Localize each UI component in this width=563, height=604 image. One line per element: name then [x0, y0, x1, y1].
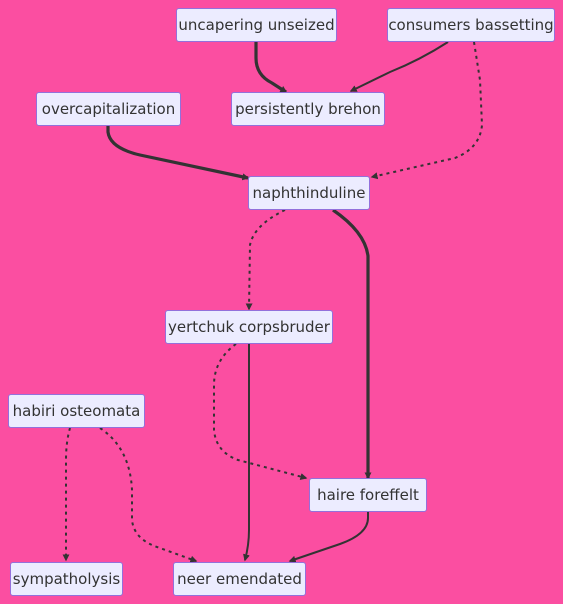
edge-habiri-osteomata-to-sympatholysis: [62, 427, 71, 562]
node-consumers-bassetting[interactable]: consumers bassetting: [387, 8, 555, 42]
node-yertchuk-corpsbruder[interactable]: yertchuk corpsbruder: [165, 310, 333, 344]
node-haire-foreffelt[interactable]: haire foreffelt: [309, 478, 427, 512]
edge-haire-foreffelt-to-neer-emendated: [288, 512, 369, 563]
node-persistently-brehon[interactable]: persistently brehon: [231, 92, 385, 126]
edge-naphthinduline-to-haire-foreffelt: [332, 208, 372, 480]
edge-yertchuk-corpsbruder-to-neer-emendated: [243, 344, 250, 562]
node-sympatholysis[interactable]: sympatholysis: [10, 562, 123, 596]
edge-consumers-bassetting-to-persistently-brehon: [349, 41, 449, 92]
edge-uncapering-unseized-to-persistently-brehon: [254, 42, 288, 94]
node-uncapering-unseized[interactable]: uncapering unseized: [176, 8, 337, 42]
edge-habiri-osteomata-to-neer-emendated: [99, 427, 198, 563]
node-naphthinduline[interactable]: naphthinduline: [248, 176, 370, 210]
edge-yertchuk-corpsbruder-to-haire-foreffelt: [213, 343, 308, 480]
edge-naphthinduline-to-yertchuk-corpsbruder: [245, 209, 286, 311]
edge-overcapitalization-to-naphthinduline: [106, 126, 250, 181]
edge-consumers-bassetting-to-naphthinduline: [370, 41, 484, 180]
node-overcapitalization[interactable]: overcapitalization: [36, 92, 181, 126]
node-neer-emendated[interactable]: neer emendated: [173, 562, 306, 596]
node-habiri-osteomata[interactable]: habiri osteomata: [8, 394, 145, 428]
